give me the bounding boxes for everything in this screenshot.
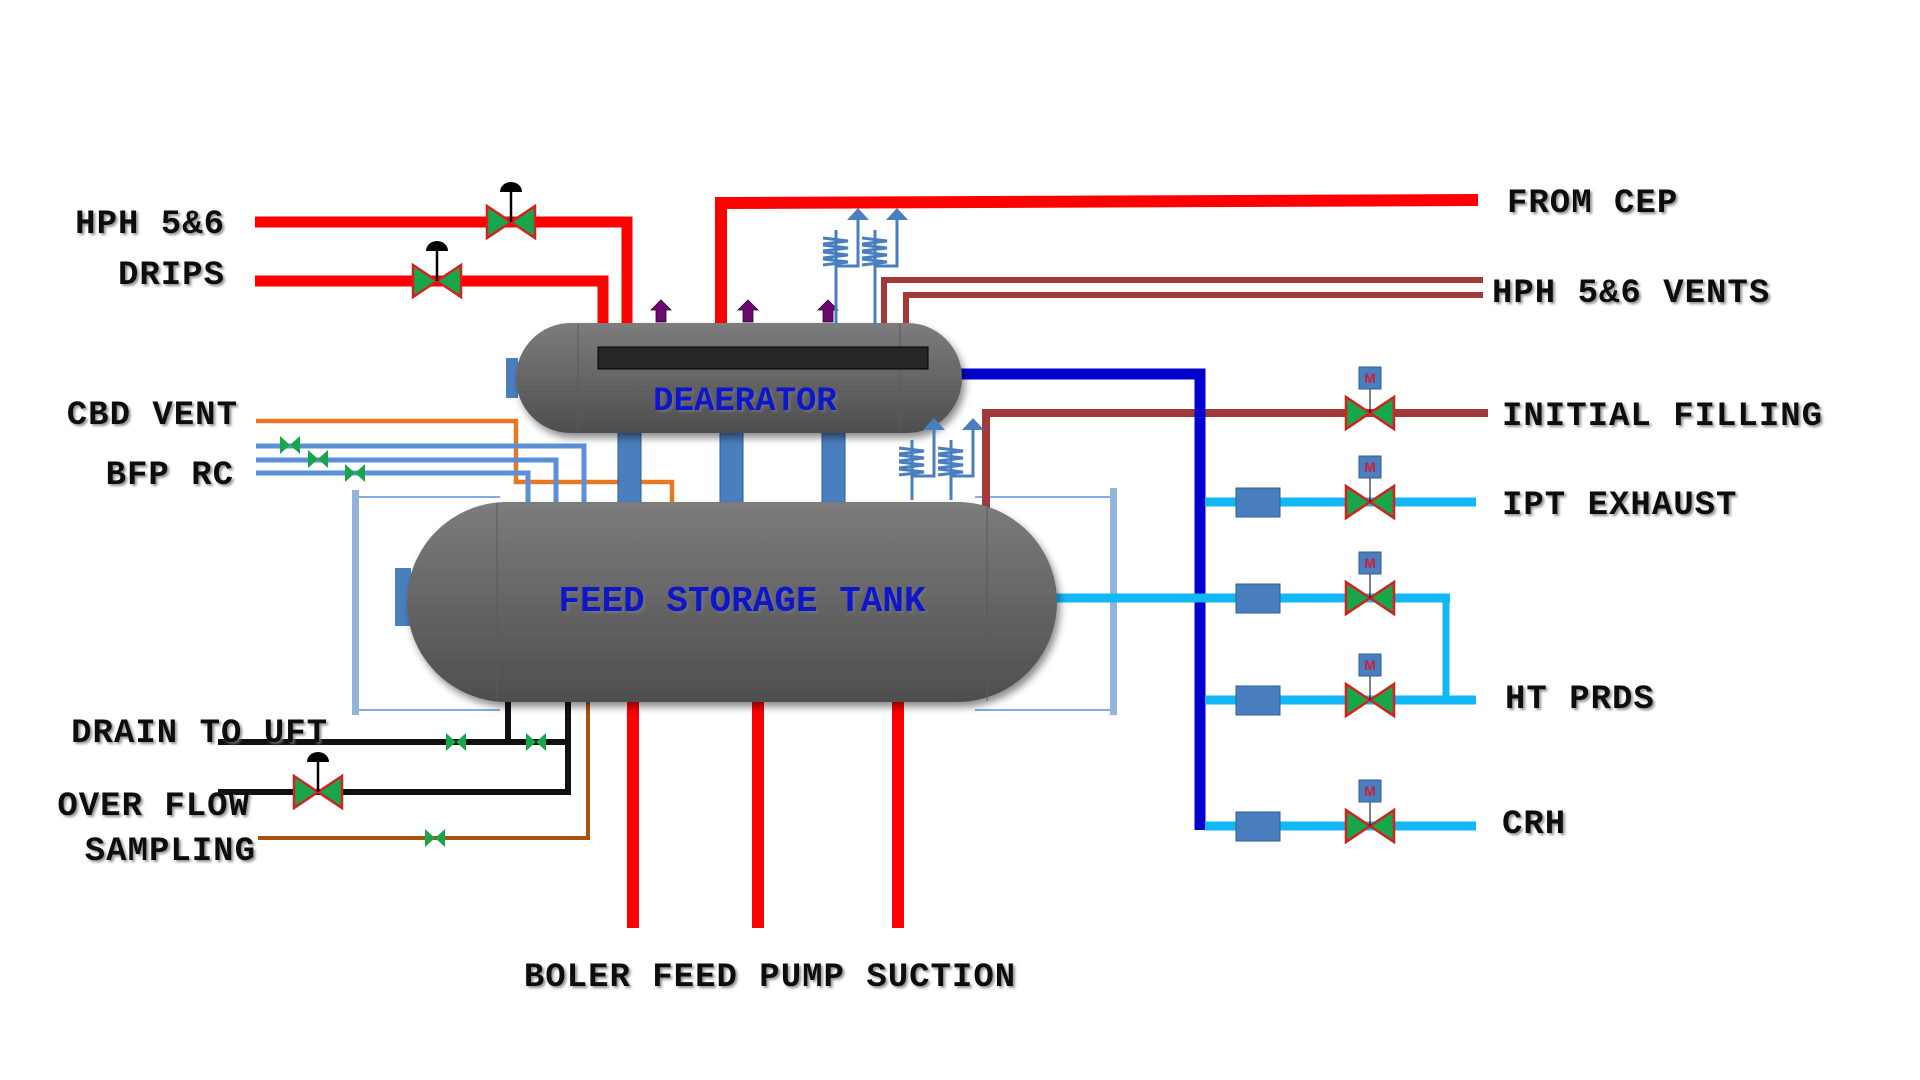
label-ht-prds: HT PRDS: [1505, 681, 1655, 719]
bfp-rc-pipe-1: [256, 443, 587, 502]
motor-actuator-icon: [1358, 455, 1382, 479]
hph-5-6-drip-pipe-2: [255, 275, 609, 325]
motor-actuator-icon: [1358, 551, 1382, 575]
strainer-ipt-exhaust: [1235, 487, 1281, 518]
label-from-cep: FROM CEP: [1507, 185, 1678, 223]
safety-relief-valves: [822, 208, 984, 500]
motor-actuator-icon: [1358, 366, 1382, 390]
bfp-rc-manual-valve-1[interactable]: [280, 436, 300, 454]
drain-manual-valve-1[interactable]: [446, 733, 466, 751]
hph-5-6-drip-pipe-1: [255, 216, 633, 325]
diaphragm-actuator-icon: [307, 752, 329, 762]
label-crh: CRH: [1502, 806, 1566, 844]
valves: M M M M M: [280, 182, 1396, 847]
downcomer-3: [821, 429, 846, 506]
deaerator-label: DEAERATOR: [653, 383, 837, 421]
hph-vent-pipe-2: [903, 292, 1483, 325]
sampling-pipe: [258, 700, 590, 840]
motor-label: M: [1364, 555, 1376, 571]
strainer-ht-prds-2: [1235, 685, 1281, 716]
label-hph-5-6-vents: HPH 5&6 VENTS: [1492, 275, 1770, 313]
feed-storage-tank-vessel: FEED STORAGE TANK: [395, 502, 1057, 702]
fst-safety-valve-1: [898, 418, 945, 500]
steam-header-pipe: [960, 368, 1206, 830]
up-arrow-icon: [847, 208, 869, 220]
hph-vent-pipe-1: [881, 277, 1483, 325]
feed-storage-tank-label: FEED STORAGE TANK: [558, 581, 926, 622]
diaphragm-actuator-icon: [426, 241, 448, 251]
sampling-manual-valve[interactable]: [425, 829, 445, 847]
up-arrow-icon: [923, 418, 945, 430]
diaphragm-actuator-icon: [500, 182, 522, 192]
label-bfp-suction: BOLER FEED PUMP SUCTION: [524, 959, 1016, 997]
up-arrow-icon: [886, 208, 908, 220]
label-bfp-rc: BFP RC: [106, 457, 234, 495]
motor-actuator-icon: [1358, 653, 1382, 677]
level-gauge-left: [352, 490, 500, 715]
bfp-rc-manual-valve-2[interactable]: [308, 450, 328, 468]
drain-manual-valve-2[interactable]: [526, 733, 546, 751]
initial-filling-pipe: [982, 409, 1488, 508]
initial-filling-motor-valve[interactable]: M: [1344, 366, 1396, 432]
label-hph-5-6: HPH 5&6: [75, 206, 225, 244]
labels: HPH 5&6 DRIPS CBD VENT BFP RC DRAIN TO U…: [57, 185, 1823, 997]
over-flow-control-valve[interactable]: [292, 752, 344, 811]
label-sampling: SAMPLING: [85, 833, 256, 871]
motor-label: M: [1364, 370, 1376, 386]
motor-label: M: [1364, 459, 1376, 475]
fst-safety-valve-2: [937, 418, 984, 500]
ht-prds-motor-valve-1[interactable]: M: [1344, 551, 1396, 617]
label-initial-filling: INITIAL FILLING: [1502, 398, 1823, 436]
deaerator-safety-valve-1: [822, 208, 869, 325]
deaerator-safety-valve-2: [861, 208, 908, 325]
label-drain-to-uft: DRAIN TO UFT: [71, 715, 328, 753]
deaerator-vessel: DEAERATOR: [506, 323, 962, 433]
label-ipt-exhaust: IPT EXHAUST: [1502, 487, 1737, 525]
motor-label: M: [1364, 783, 1376, 799]
vent-arrow-icon: [650, 299, 839, 323]
bfp-rc-pipe-2: [256, 457, 559, 502]
from-cep-pipe: [715, 194, 1479, 342]
label-cbd-vent: CBD VENT: [67, 397, 238, 435]
hph-drip-control-valve-2[interactable]: [411, 241, 463, 300]
label-over-flow: OVER FLOW: [57, 788, 250, 826]
downcomer-2: [719, 429, 744, 506]
label-drips: DRIPS: [118, 257, 225, 295]
ipt-exhaust-motor-valve[interactable]: M: [1344, 455, 1396, 521]
deaerator-spray-header: [597, 346, 929, 370]
hph-drip-control-valve-1[interactable]: [485, 182, 537, 241]
cbd-vent-pipe: [256, 418, 675, 502]
bfp-rc-manual-valve-3[interactable]: [345, 464, 365, 482]
crh-motor-valve[interactable]: M: [1344, 779, 1396, 845]
strainer-ht-prds-1: [1235, 583, 1281, 614]
motor-label: M: [1364, 657, 1376, 673]
up-arrow-icon: [962, 418, 984, 430]
downcomer-1: [617, 429, 642, 506]
ht-prds-motor-valve-2[interactable]: M: [1344, 653, 1396, 719]
motor-actuator-icon: [1358, 779, 1382, 803]
strainer-crh: [1235, 811, 1281, 842]
